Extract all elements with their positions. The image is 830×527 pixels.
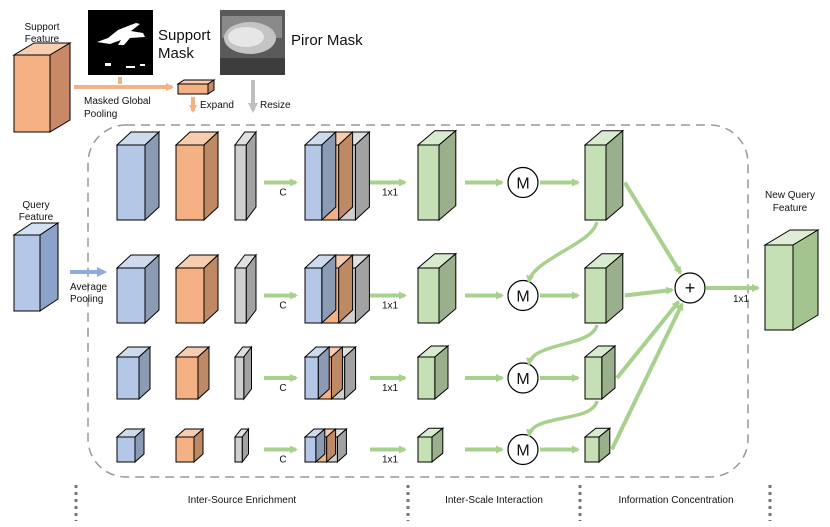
prior-mask-label: Piror Mask xyxy=(291,32,363,49)
prior-branch-block xyxy=(233,427,250,464)
conv1x1-label: 1x1 xyxy=(382,188,399,199)
sum-node xyxy=(674,272,706,304)
query-branch-block xyxy=(115,253,161,325)
enriched-feature-block xyxy=(416,252,458,325)
sum-inputs xyxy=(609,181,684,451)
concat-label: C xyxy=(279,455,286,466)
section-separators xyxy=(74,485,772,521)
merge-node xyxy=(507,433,539,466)
sum-label: + xyxy=(685,278,696,298)
module-dashed-region xyxy=(87,124,749,478)
sum-input-arrow xyxy=(609,302,684,451)
downscale-link-arrow xyxy=(526,221,599,284)
concat-blue-slice xyxy=(303,345,331,401)
support-mask-image xyxy=(88,10,153,75)
conv1x1-label: 1x1 xyxy=(382,301,399,312)
support-feature-block xyxy=(12,42,72,133)
section-label-inter-source: Inter-Source Enrichment xyxy=(188,495,297,506)
interacted-feature-block xyxy=(583,427,612,464)
prior-mask-image xyxy=(220,10,285,75)
merge-label: M xyxy=(516,371,529,388)
scale-link-1 xyxy=(526,221,599,284)
concat-blue-slice xyxy=(303,427,327,464)
sum-node-group: + xyxy=(674,272,706,304)
prior-branch-block xyxy=(233,130,258,222)
new-query-feature-block xyxy=(763,229,820,331)
conv1x1-label: 1x1 xyxy=(382,455,399,466)
downscale-link-arrow xyxy=(526,324,599,366)
resize-label: Resize xyxy=(260,100,291,111)
sum-input-arrow xyxy=(624,286,675,298)
interacted-feature-block xyxy=(583,129,625,222)
concat-blue-slice xyxy=(303,130,338,222)
scale-row-1: C 1x1 M xyxy=(115,129,625,222)
sum-input-arrow xyxy=(623,181,683,275)
concat-label: C xyxy=(279,383,286,394)
merge-label: M xyxy=(516,443,529,460)
enriched-feature-block xyxy=(416,427,445,464)
concat-label: C xyxy=(279,301,286,312)
scale-row-2: C 1x1 M xyxy=(115,252,625,325)
query-branch-block xyxy=(115,345,152,401)
enriched-feature-block xyxy=(416,129,458,222)
merge-node xyxy=(507,279,539,312)
prior-branch-block xyxy=(233,345,253,401)
support-branch-block xyxy=(174,253,220,325)
scale-link-2 xyxy=(526,324,599,366)
prior-branch-block xyxy=(233,253,258,325)
merge-label: M xyxy=(516,289,529,306)
support-branch-block xyxy=(174,427,205,464)
concat-blue-slice xyxy=(303,253,338,325)
final-conv-label: 1x1 xyxy=(733,294,750,305)
concat-label: C xyxy=(279,188,286,199)
scale-row-3: C 1x1 M xyxy=(115,344,617,401)
scale-row-4: C 1x1 M xyxy=(115,427,612,466)
scale-link-3 xyxy=(526,400,599,438)
pooled-vector-block xyxy=(176,79,216,95)
merge-label: M xyxy=(516,176,529,193)
support-branch-block xyxy=(174,345,211,401)
merge-node xyxy=(507,166,539,199)
query-branch-block xyxy=(115,130,161,222)
query-branch-block xyxy=(115,427,146,464)
support-branch-block xyxy=(174,130,220,222)
interacted-feature-block xyxy=(583,252,625,325)
section-label-inter-scale: Inter-Scale Interaction xyxy=(445,495,543,506)
downscale-link-arrow xyxy=(526,400,599,438)
merge-node xyxy=(507,362,539,394)
sum-input-arrow xyxy=(615,300,681,380)
conv1x1-label: 1x1 xyxy=(382,383,399,394)
query-feature-block xyxy=(12,222,60,312)
interacted-feature-block xyxy=(583,344,617,401)
section-label-information-concentration: Information Concentration xyxy=(618,495,733,506)
enriched-feature-block xyxy=(416,344,450,401)
expand-label: Expand xyxy=(200,100,234,111)
